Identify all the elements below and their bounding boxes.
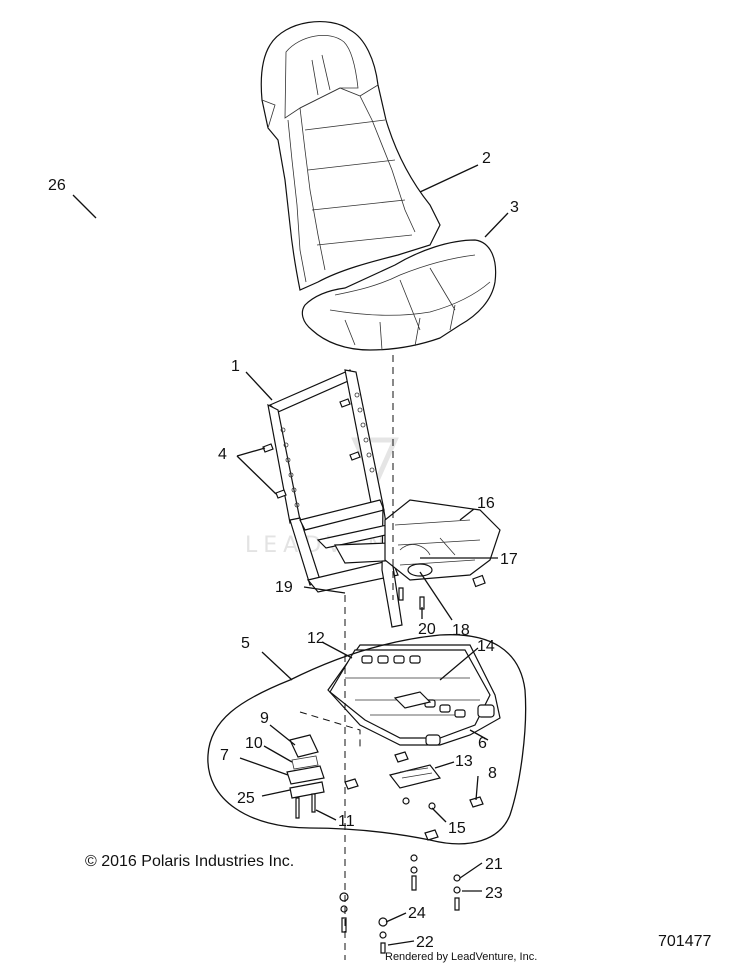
fastener-stacks [339, 854, 461, 954]
callout-3: 3 [510, 199, 519, 216]
callout-8: 8 [488, 765, 497, 782]
alignment-lines [299, 355, 394, 960]
callout-11: 11 [338, 813, 355, 830]
diagram-number: 701477 [658, 933, 711, 950]
copyright-text: © 2016 Polaris Industries Inc. [85, 853, 294, 870]
callout-15: 15 [448, 820, 466, 837]
callout-4: 4 [218, 446, 227, 463]
seat-assembly [260, 21, 497, 351]
bolts-19-20 [398, 587, 425, 610]
console-base [327, 644, 501, 746]
callout-13: 13 [455, 753, 473, 770]
slider-plate [384, 499, 501, 588]
callout-18: 18 [452, 622, 470, 639]
latch-plate [344, 751, 484, 841]
seat-back [260, 21, 441, 291]
callout-17: 17 [500, 551, 518, 568]
callout-23: 23 [485, 885, 503, 902]
callout-labels: 26 2 3 1 4 16 17 19 18 20 5 12 14 9 10 7… [48, 150, 519, 951]
callout-5: 5 [241, 635, 250, 652]
callout-2: 2 [482, 150, 491, 167]
leader-lines [72, 164, 509, 946]
seat-cushion [301, 239, 497, 351]
callout-14: 14 [477, 638, 495, 655]
callout-6: 6 [478, 735, 487, 752]
callout-20: 20 [418, 621, 436, 638]
callout-24: 24 [408, 905, 426, 922]
callout-21: 21 [485, 856, 503, 873]
rendered-by-text: Rendered by LeadVenture, Inc. [385, 951, 537, 963]
callout-9: 9 [260, 710, 269, 727]
callout-1: 1 [231, 358, 240, 375]
seat-frame [262, 369, 479, 628]
callout-19: 19 [275, 579, 293, 596]
latch-parts [286, 734, 325, 819]
callout-10: 10 [245, 735, 263, 752]
callout-22: 22 [416, 934, 434, 951]
callout-25: 25 [237, 790, 255, 807]
callout-26: 26 [48, 177, 66, 194]
callout-7: 7 [220, 747, 229, 764]
assembly-group-outline [207, 634, 527, 845]
callout-12: 12 [307, 630, 325, 647]
callout-16: 16 [477, 495, 495, 512]
